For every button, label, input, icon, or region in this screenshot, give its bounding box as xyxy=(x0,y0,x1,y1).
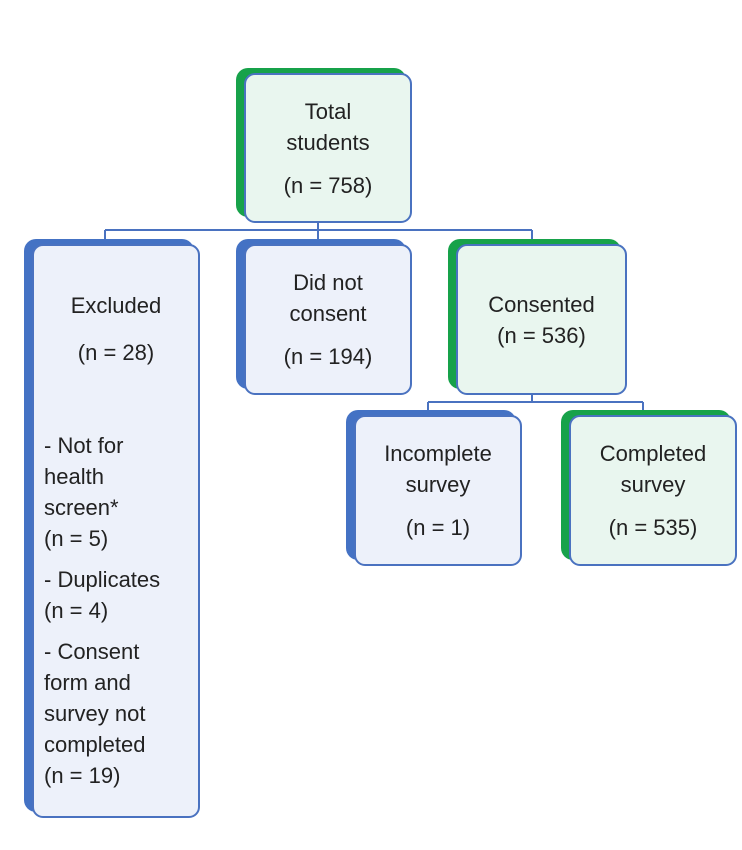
node-not-consented-count: (n = 194) xyxy=(283,344,373,369)
node-excluded-count: (n = 28) xyxy=(77,340,155,365)
node-face: Total students (n = 758) xyxy=(244,73,412,223)
node-face: Incomplete survey (n = 1) xyxy=(354,415,522,566)
node-face: Excluded (n = 28) - Not for health scree… xyxy=(32,244,200,818)
node-consented-label: Consented xyxy=(488,291,595,317)
node-incomplete-label: Incomplete survey xyxy=(384,441,492,497)
exclusion-reason: - Duplicates (n = 4) xyxy=(44,564,198,626)
node-face: Did not consent (n = 194) xyxy=(244,244,412,395)
node-completed-label: Completed survey xyxy=(599,441,707,497)
exclusion-reason: - Not for health screen* (n = 5) xyxy=(44,430,198,554)
node-consented: Consented (n = 536) xyxy=(448,239,627,395)
node-incomplete-count: (n = 1) xyxy=(405,515,471,540)
node-completed-count: (n = 535) xyxy=(608,515,698,540)
exclusion-reason-label: - Consent form and survey not completed xyxy=(44,639,146,757)
exclusion-reason-label: - Not for health screen* xyxy=(44,433,124,520)
node-face: Completed survey (n = 535) xyxy=(569,415,737,566)
node-face: Consented (n = 536) xyxy=(456,244,627,395)
exclusion-reason-label: - Duplicates xyxy=(44,567,161,592)
exclusion-reason-count: (n = 4) xyxy=(44,598,109,623)
exclusion-reasons-list: - Not for health screen* (n = 5) - Dupli… xyxy=(34,430,198,801)
node-not-consented-label: Did not consent xyxy=(289,270,367,326)
node-excluded-label: Excluded xyxy=(70,293,162,318)
exclusion-reason-count: (n = 19) xyxy=(44,763,121,788)
node-excluded: Excluded (n = 28) - Not for health scree… xyxy=(24,239,200,818)
node-total-count: (n = 758) xyxy=(283,172,373,198)
exclusion-reason-count: (n = 5) xyxy=(44,526,109,551)
node-incomplete-survey: Incomplete survey (n = 1) xyxy=(346,410,522,566)
node-did-not-consent: Did not consent (n = 194) xyxy=(236,239,412,395)
exclusion-reason: - Consent form and survey not completed … xyxy=(44,636,198,791)
node-total-students: Total students (n = 758) xyxy=(236,68,412,223)
node-total-label: Total students xyxy=(286,98,370,155)
node-completed-survey: Completed survey (n = 535) xyxy=(561,410,737,566)
node-consented-count: (n = 536) xyxy=(497,322,586,348)
